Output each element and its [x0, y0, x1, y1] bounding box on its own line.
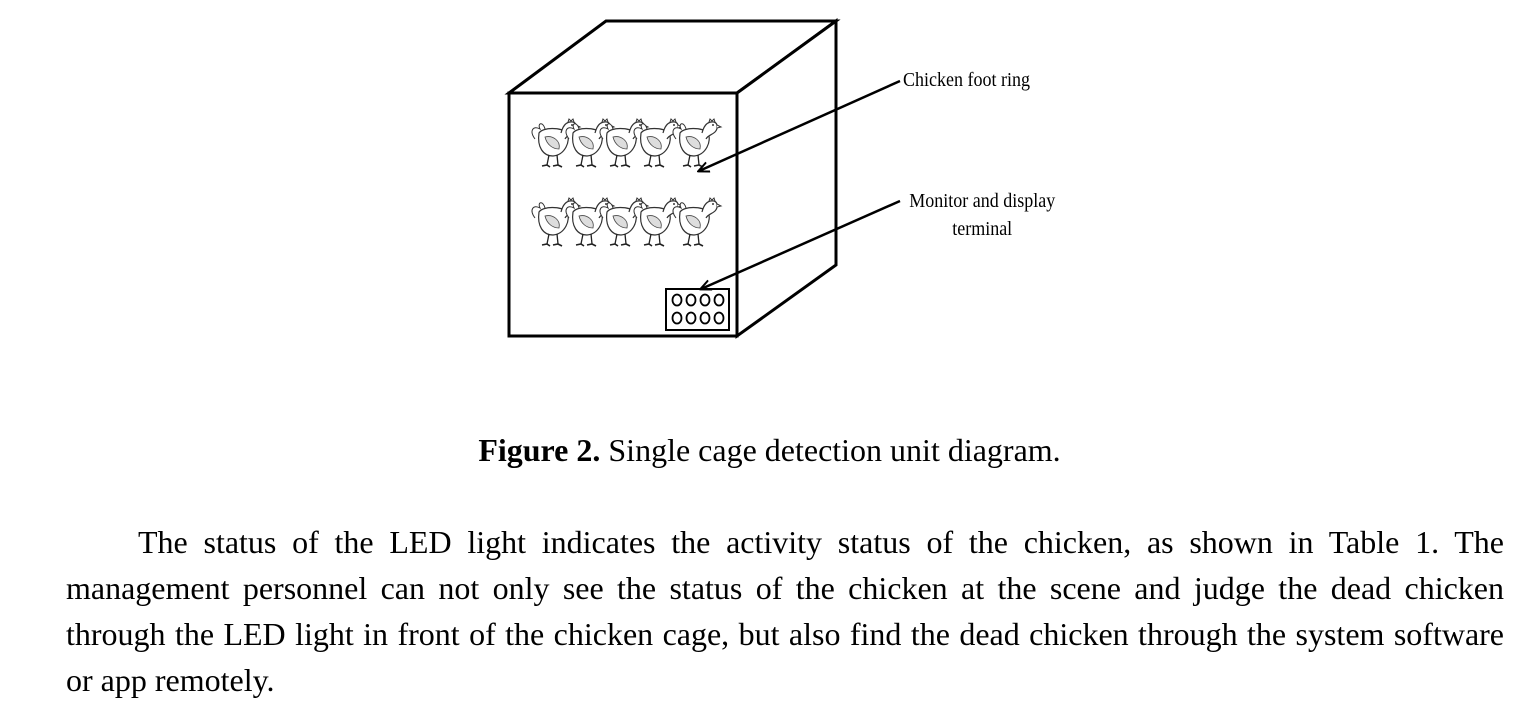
monitor-display-terminal [665, 288, 730, 331]
led-indicator [713, 311, 725, 325]
caption-label: Figure 2. [478, 432, 601, 468]
body-paragraph: The status of the LED light indicates th… [66, 524, 1504, 698]
led-indicator [699, 311, 711, 325]
caption-text: Single cage detection unit diagram. [608, 432, 1061, 468]
led-indicator [713, 293, 725, 307]
led-indicator [671, 293, 683, 307]
foot-ring-arrow [699, 79, 901, 171]
led-indicator [685, 293, 697, 307]
led-indicator [685, 311, 697, 325]
figure-caption: Figure 2. Single cage detection unit dia… [0, 428, 1539, 472]
led-indicator [671, 311, 683, 325]
callout-chicken-foot-ring: Chicken foot ring [903, 69, 1030, 91]
led-indicator [699, 293, 711, 307]
cage-diagram-svg [504, 18, 901, 339]
cage-diagram: Chicken foot ring Monitor and display te… [504, 18, 1056, 339]
callout-monitor-display-terminal: Monitor and display terminal [909, 190, 1056, 240]
monitor-arrow [701, 199, 901, 289]
